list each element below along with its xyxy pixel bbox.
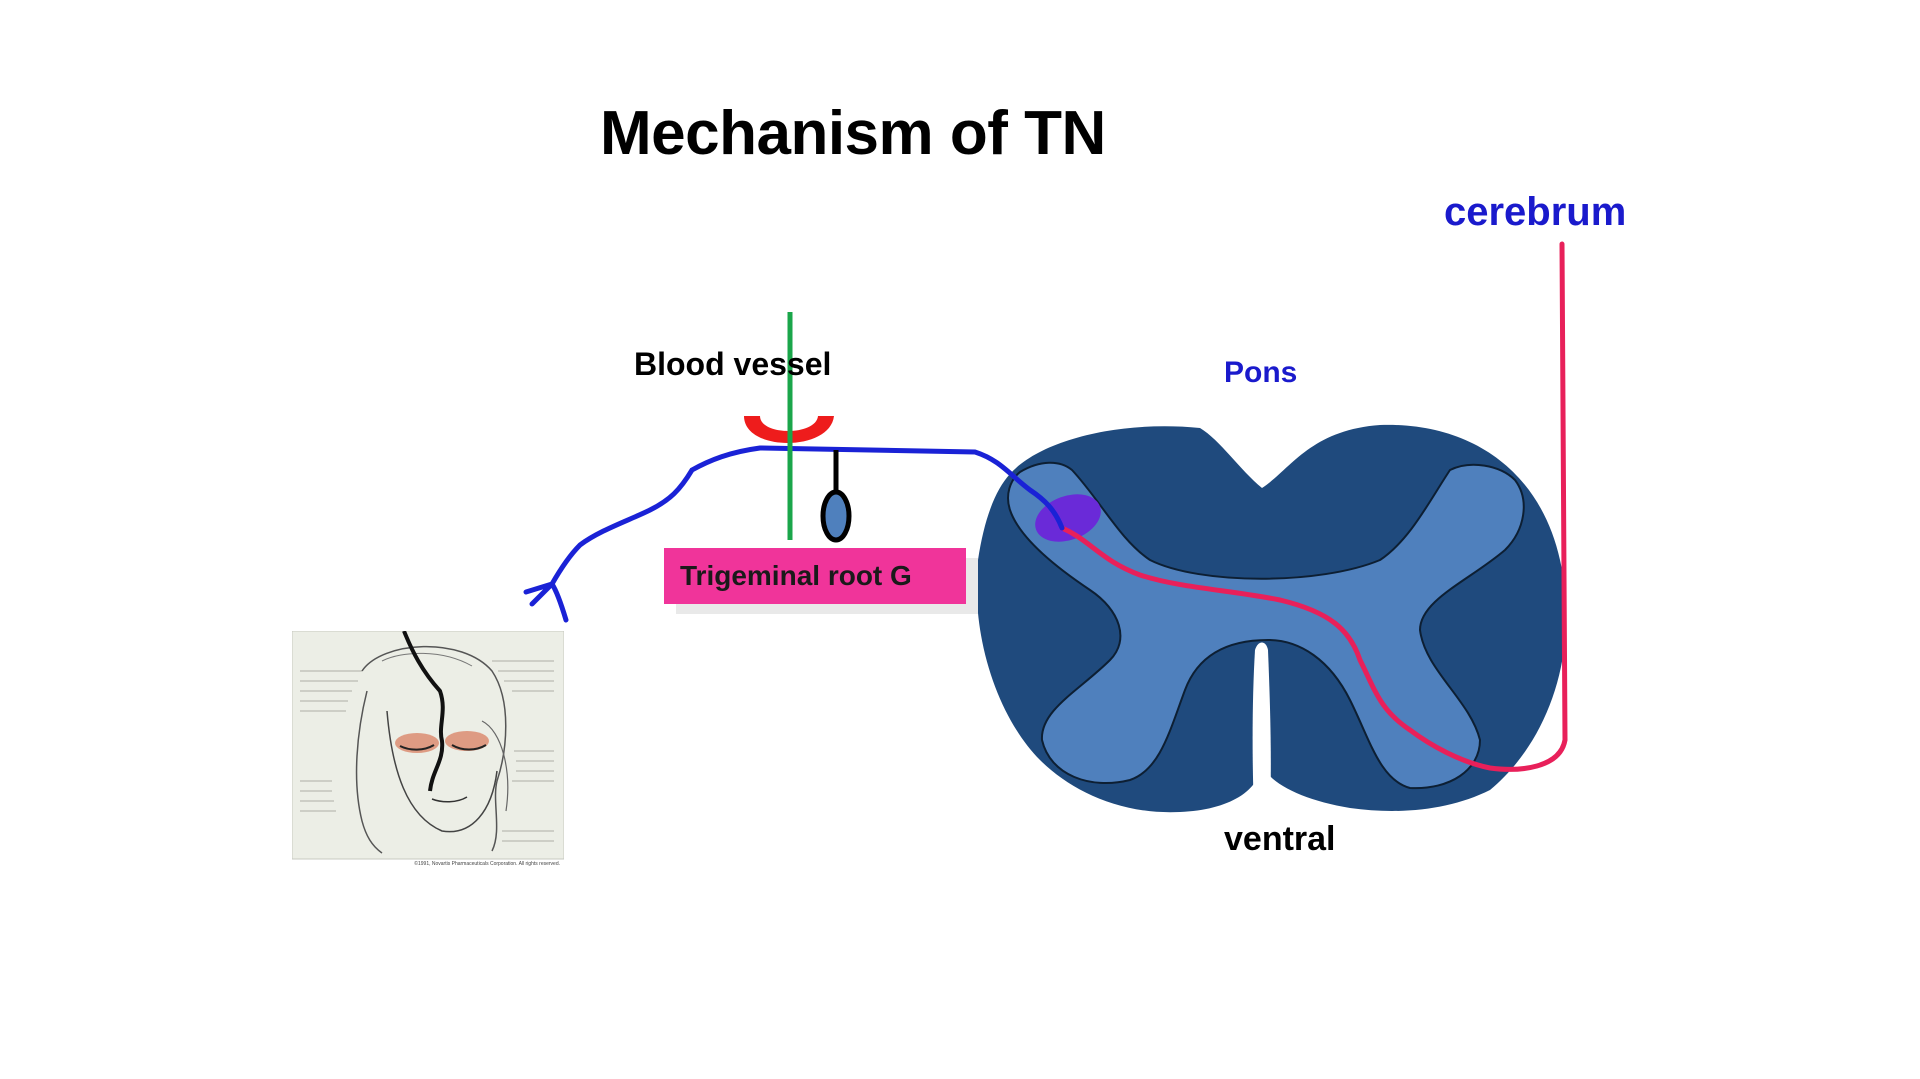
nerve-fork	[523, 581, 555, 607]
cerebrum-label: cerebrum	[1444, 190, 1627, 234]
pons-label: Pons	[1224, 356, 1298, 389]
blood-vessel-label: Blood vessel	[634, 346, 832, 382]
slide-title: Mechanism of TN	[600, 99, 1106, 168]
patient-pain-sketch: ©1991, Novartis Pharmaceuticals Corporat…	[292, 631, 564, 867]
pain-pathway-line	[1059, 241, 1568, 772]
blood-vessel-arc	[744, 416, 834, 443]
trigeminal-nerve	[549, 445, 1065, 623]
ventral-fissure	[1252, 642, 1271, 812]
trigeminal-ganglion	[820, 489, 852, 543]
ventral-label: ventral	[1224, 820, 1336, 858]
image-copyright: ©1991, Novartis Pharmaceuticals Corporat…	[414, 860, 560, 867]
trigeminal-root-box: Trigeminal root G	[664, 548, 966, 604]
pons-inner	[1007, 461, 1525, 790]
